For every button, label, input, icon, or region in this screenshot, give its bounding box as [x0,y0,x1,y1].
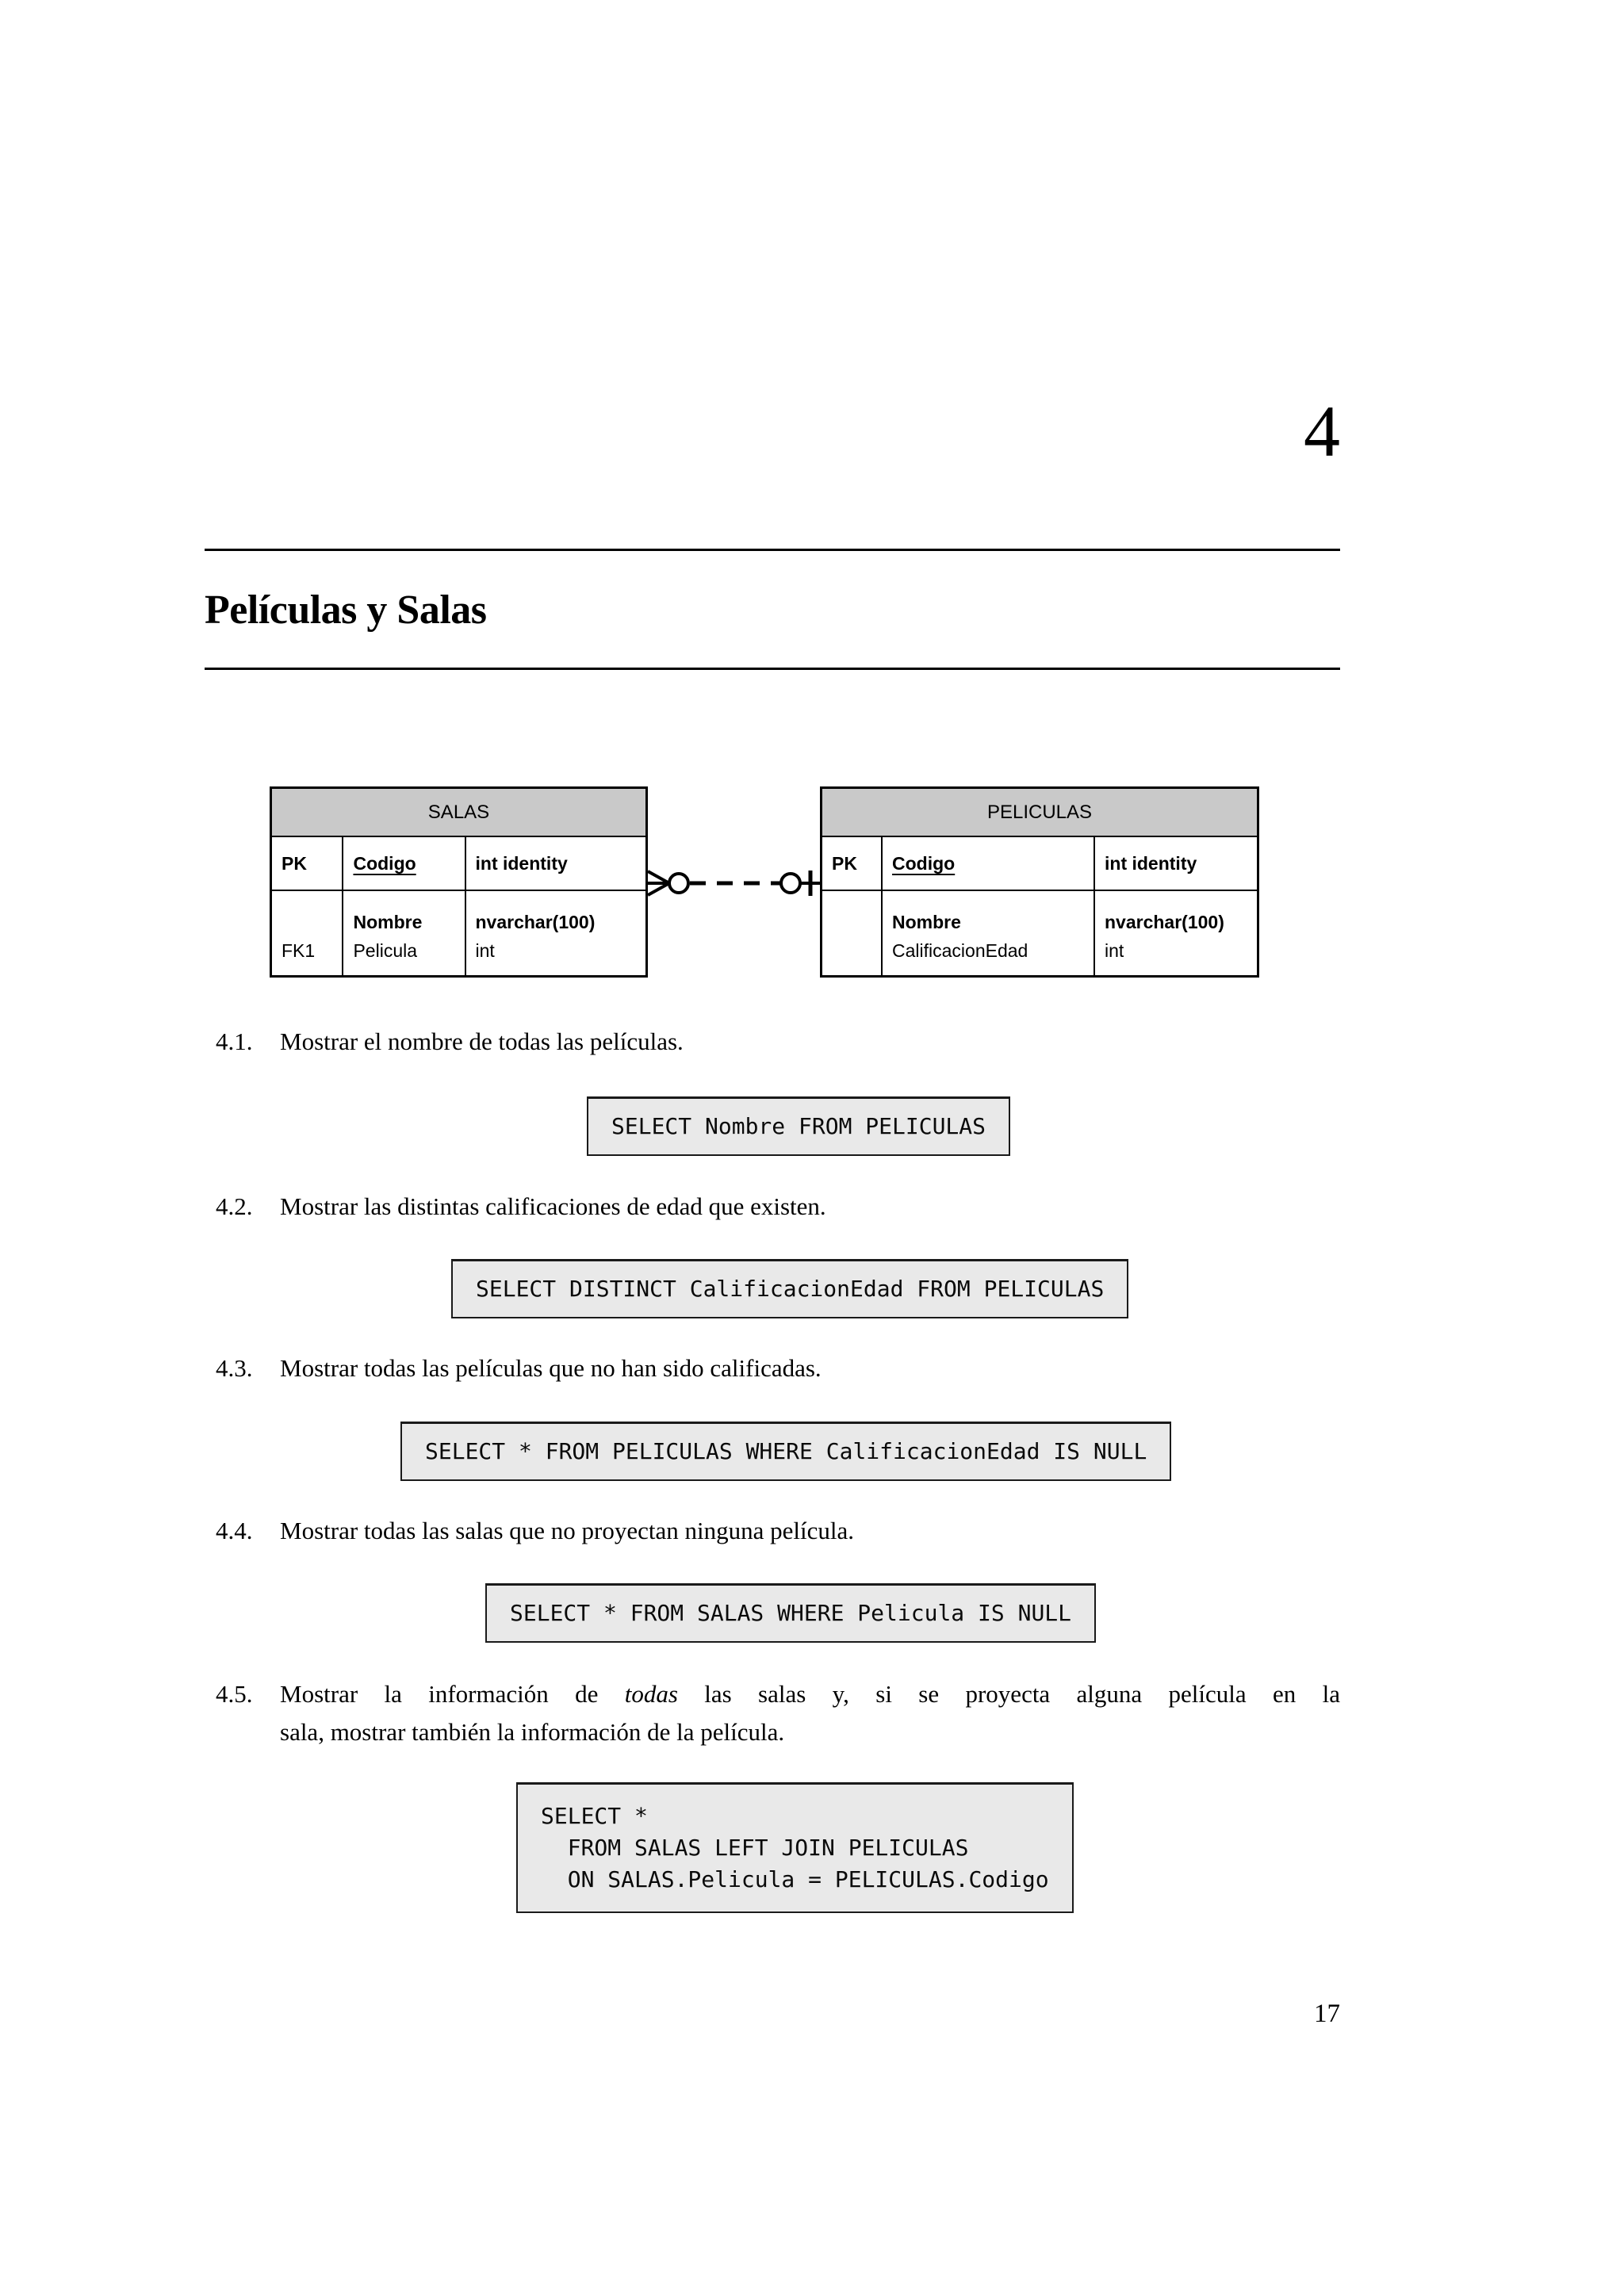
spacer [832,908,881,936]
sql-line: SELECT DISTINCT CalificacionEdad FROM PE… [476,1276,1105,1302]
pk-column-name: Codigo [353,852,416,874]
text-run-italic: todas [624,1680,678,1708]
chapter-number: 4 [1304,391,1340,472]
pk-column-type: int identity [475,852,568,874]
er-peliculas-pk-row: PK Codigo int identity [822,837,1257,891]
column-name: Pelicula [353,940,418,961]
section-rule-bottom [205,668,1340,670]
sql-box-4-4: SELECT * FROM SALAS WHERE Pelicula IS NU… [485,1583,1097,1643]
er-salas-pk-name: Codigo [343,837,466,890]
er-table-salas-title: SALAS [427,801,490,823]
er-peliculas-attr-names: Nombre CalificacionEdad [883,891,1095,976]
exercise-4-4-number: 4.4. [216,1517,253,1544]
er-salas-attr-row: FK1 Nombre Pelicula nvarchar(100) int [272,891,645,976]
sql-line: SELECT * FROM PELICULAS WHERE Calificaci… [425,1438,1147,1464]
section-title: Películas y Salas [205,587,487,633]
er-salas-pk-type: int identity [466,837,646,890]
er-peliculas-attr-row: Nombre CalificacionEdad nvarchar(100) in… [822,891,1257,976]
er-peliculas-attr-key [822,891,883,976]
er-table-peliculas: PELICULAS PK Codigo int identity Nombre … [820,786,1259,978]
sql-box-4-3: SELECT * FROM PELICULAS WHERE Calificaci… [400,1422,1172,1481]
column-name: Nombre [892,912,961,932]
exercise-4-5-text: Mostrar la información de todas las sala… [280,1675,1340,1751]
er-table-salas: SALAS PK Codigo int identity FK1 Nombre … [270,786,648,978]
text-run: Mostrar la información de [280,1680,625,1708]
exercise-4-2-text: Mostrar las distintas calificaciones de … [280,1192,826,1220]
sql-box-4-1: SELECT Nombre FROM PELICULAS [587,1096,1011,1156]
column-name: CalificacionEdad [892,940,1028,961]
sql-box-4-2: SELECT DISTINCT CalificacionEdad FROM PE… [451,1259,1129,1318]
text-run: las salas y, si se proyecta alguna pelíc… [677,1680,1341,1708]
pk-column-type: int identity [1105,852,1197,874]
page-number: 17 [1314,1999,1340,2028]
column-type: int [475,940,495,961]
er-table-peliculas-title: PELICULAS [986,801,1093,823]
exercise-4-5-line2: sala, mostrar también la información de … [280,1718,785,1746]
relationship-connector [647,870,820,897]
er-salas-pk-key: PK [272,837,344,890]
sql-line: SELECT Nombre FROM PELICULAS [611,1113,986,1139]
exercise-4-3-number: 4.3. [216,1354,253,1382]
er-table-salas-header: SALAS [272,789,645,837]
exercise-4-1-text: Mostrar el nombre de todas las películas… [280,1027,684,1055]
column-type: nvarchar(100) [1105,912,1224,932]
er-salas-attr-types: nvarchar(100) int [466,891,646,976]
pk-label: PK [832,852,857,874]
section-rule-top [205,549,1340,551]
fk-label: FK1 [282,940,316,961]
er-table-peliculas-header: PELICULAS [822,789,1257,837]
exercise-4-2-number: 4.2. [216,1192,253,1220]
er-salas-attr-key: FK1 [272,891,344,976]
column-type: int [1105,940,1124,961]
column-name: Nombre [353,912,423,932]
exercise-4-3-text: Mostrar todas las películas que no han s… [280,1354,822,1382]
exercise-4-5-line1: Mostrar la información de todas las sala… [280,1675,1340,1713]
exercise-4-5-number: 4.5. [216,1680,253,1708]
sql-line: FROM SALAS LEFT JOIN PELICULAS [541,1835,969,1861]
column-type: nvarchar(100) [475,912,596,932]
er-peliculas-pk-key: PK [822,837,883,890]
er-peliculas-pk-name: Codigo [883,837,1095,890]
exercise-4-4-text: Mostrar todas las salas que no proyectan… [280,1517,854,1544]
er-peliculas-attr-types: nvarchar(100) int [1095,891,1257,976]
er-salas-attr-names: Nombre Pelicula [343,891,466,976]
spacer [282,908,342,936]
fk-label [832,936,881,965]
sql-box-4-5: SELECT * FROM SALAS LEFT JOIN PELICULAS … [516,1782,1074,1913]
exercise-4-1-number: 4.1. [216,1027,253,1055]
er-salas-pk-row: PK Codigo int identity [272,837,645,891]
sql-line: SELECT * FROM SALAS WHERE Pelicula IS NU… [510,1600,1072,1626]
er-peliculas-pk-type: int identity [1095,837,1257,890]
sql-line: ON SALAS.Pelicula = PELICULAS.Codigo [541,1866,1049,1892]
pk-label: PK [282,852,307,874]
pk-column-name: Codigo [892,852,956,874]
sql-line: SELECT * [541,1803,648,1829]
